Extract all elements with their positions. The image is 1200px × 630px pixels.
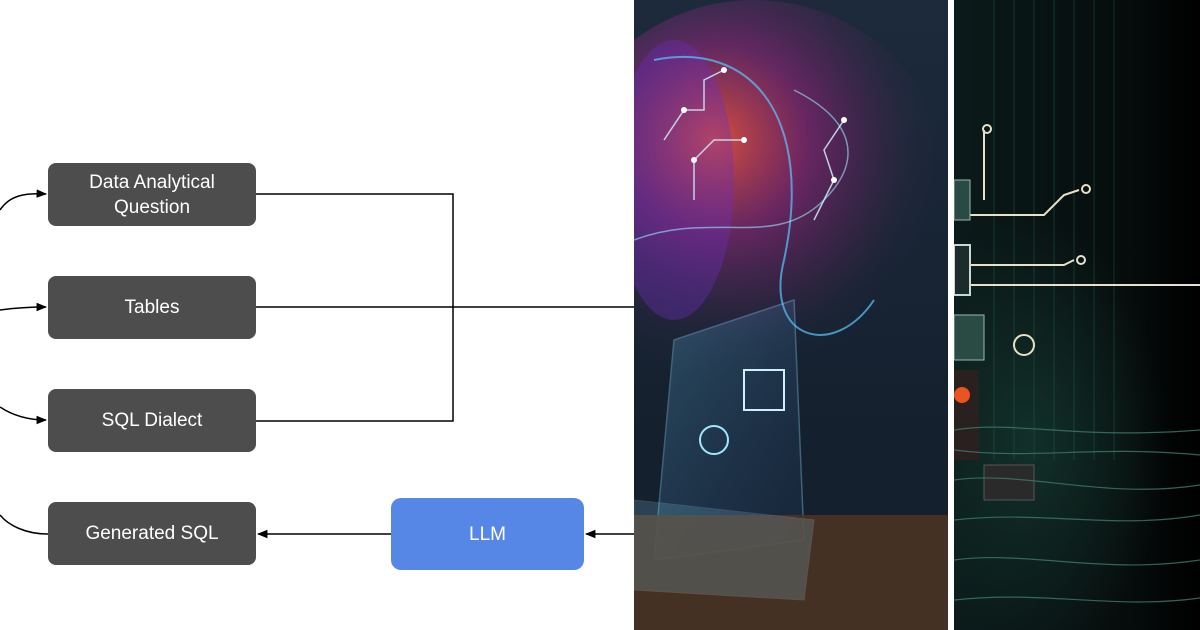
edge-into-dialect <box>0 406 48 425</box>
node-tables: Tables <box>48 276 256 339</box>
node-label-dialect: SQL Dialect <box>101 410 203 431</box>
node-generated-sql: Generated SQL <box>48 502 256 565</box>
ai-artwork-graphic <box>634 0 948 630</box>
circuit-artwork-graphic <box>954 0 1200 603</box>
node-sql-dialect: SQL Dialect <box>48 389 256 452</box>
node-label-question: Data Analytical Question <box>89 171 215 218</box>
illustration-ai-llm <box>634 0 948 630</box>
illustration-circuit-board <box>954 0 1200 630</box>
panel-divider <box>948 0 954 630</box>
node-label-generated: Generated SQL <box>85 523 219 544</box>
node-data-analytical-question: Data Analytical Question <box>48 163 256 226</box>
edge-into-tables <box>0 302 48 312</box>
node-label-llm: LLM <box>469 523 506 545</box>
node-label-tables: Tables <box>124 297 180 318</box>
edge-out-generated <box>0 514 49 535</box>
node-llm: LLM <box>391 498 584 570</box>
edge-into-question <box>0 189 48 211</box>
